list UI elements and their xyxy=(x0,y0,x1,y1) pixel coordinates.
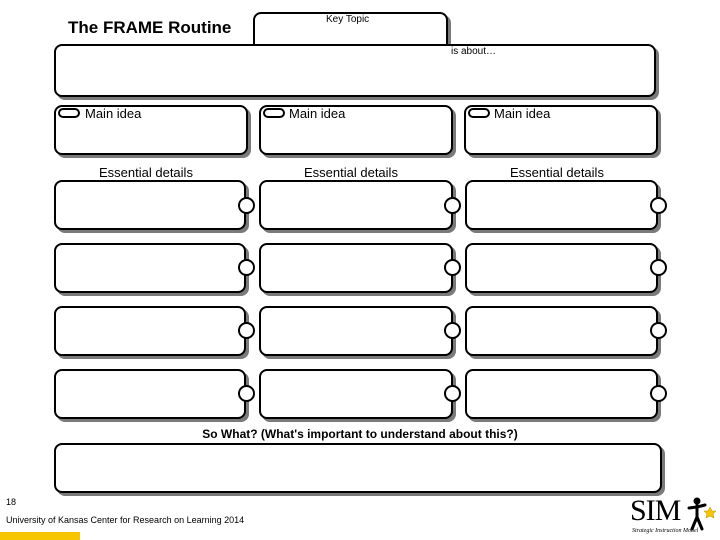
is-about-label: is about… xyxy=(451,46,497,57)
logo-tagline: Strategic Instruction Model xyxy=(632,528,699,534)
is-about-box[interactable] xyxy=(54,44,656,97)
connector-knob xyxy=(444,259,461,276)
logo-text: SIM xyxy=(630,494,681,527)
connector-knob xyxy=(238,385,255,402)
connector-knob xyxy=(444,197,461,214)
main-idea-box-3[interactable] xyxy=(464,105,658,155)
essential-details-label-2: Essential details xyxy=(304,165,398,180)
connector-knob xyxy=(238,197,255,214)
page-title: The FRAME Routine xyxy=(68,18,232,37)
connector-knob xyxy=(444,385,461,402)
detail-box[interactable] xyxy=(54,243,246,293)
footer-accent-stripe xyxy=(0,532,80,540)
detail-box[interactable] xyxy=(465,369,658,419)
detail-box[interactable] xyxy=(259,306,453,356)
main-idea-box-1[interactable] xyxy=(54,105,248,155)
detail-box[interactable] xyxy=(465,180,658,230)
detail-box[interactable] xyxy=(54,306,246,356)
detail-box[interactable] xyxy=(259,243,453,293)
essential-details-label-3: Essential details xyxy=(510,165,604,180)
connector-pill xyxy=(468,108,490,118)
connector-knob xyxy=(650,322,667,339)
sim-logo: SIM Strategic Instruction Model xyxy=(630,495,716,539)
so-what-label: So What? (What's important to understand… xyxy=(202,427,518,441)
detail-box[interactable] xyxy=(465,306,658,356)
main-idea-box-2[interactable] xyxy=(259,105,453,155)
connector-knob xyxy=(650,197,667,214)
connector-pill xyxy=(58,108,80,118)
slide-number: 18 xyxy=(6,497,17,507)
figure-icon xyxy=(687,497,716,531)
detail-box[interactable] xyxy=(465,243,658,293)
main-idea-label-2: Main idea xyxy=(289,106,346,121)
connector-knob xyxy=(238,322,255,339)
connector-knob xyxy=(650,385,667,402)
connector-knob xyxy=(650,259,667,276)
connector-knob xyxy=(238,259,255,276)
detail-box[interactable] xyxy=(54,369,246,419)
essential-details-label-1: Essential details xyxy=(99,165,193,180)
footer-credit: University of Kansas Center for Research… xyxy=(6,515,245,525)
connector-knob xyxy=(444,322,461,339)
main-idea-label-3: Main idea xyxy=(494,106,551,121)
detail-box[interactable] xyxy=(259,180,453,230)
main-idea-label-1: Main idea xyxy=(85,106,142,121)
connector-pill xyxy=(263,108,285,118)
so-what-box[interactable] xyxy=(54,443,662,493)
detail-box[interactable] xyxy=(54,180,246,230)
detail-box[interactable] xyxy=(259,369,453,419)
key-topic-label: Key Topic xyxy=(326,14,370,25)
